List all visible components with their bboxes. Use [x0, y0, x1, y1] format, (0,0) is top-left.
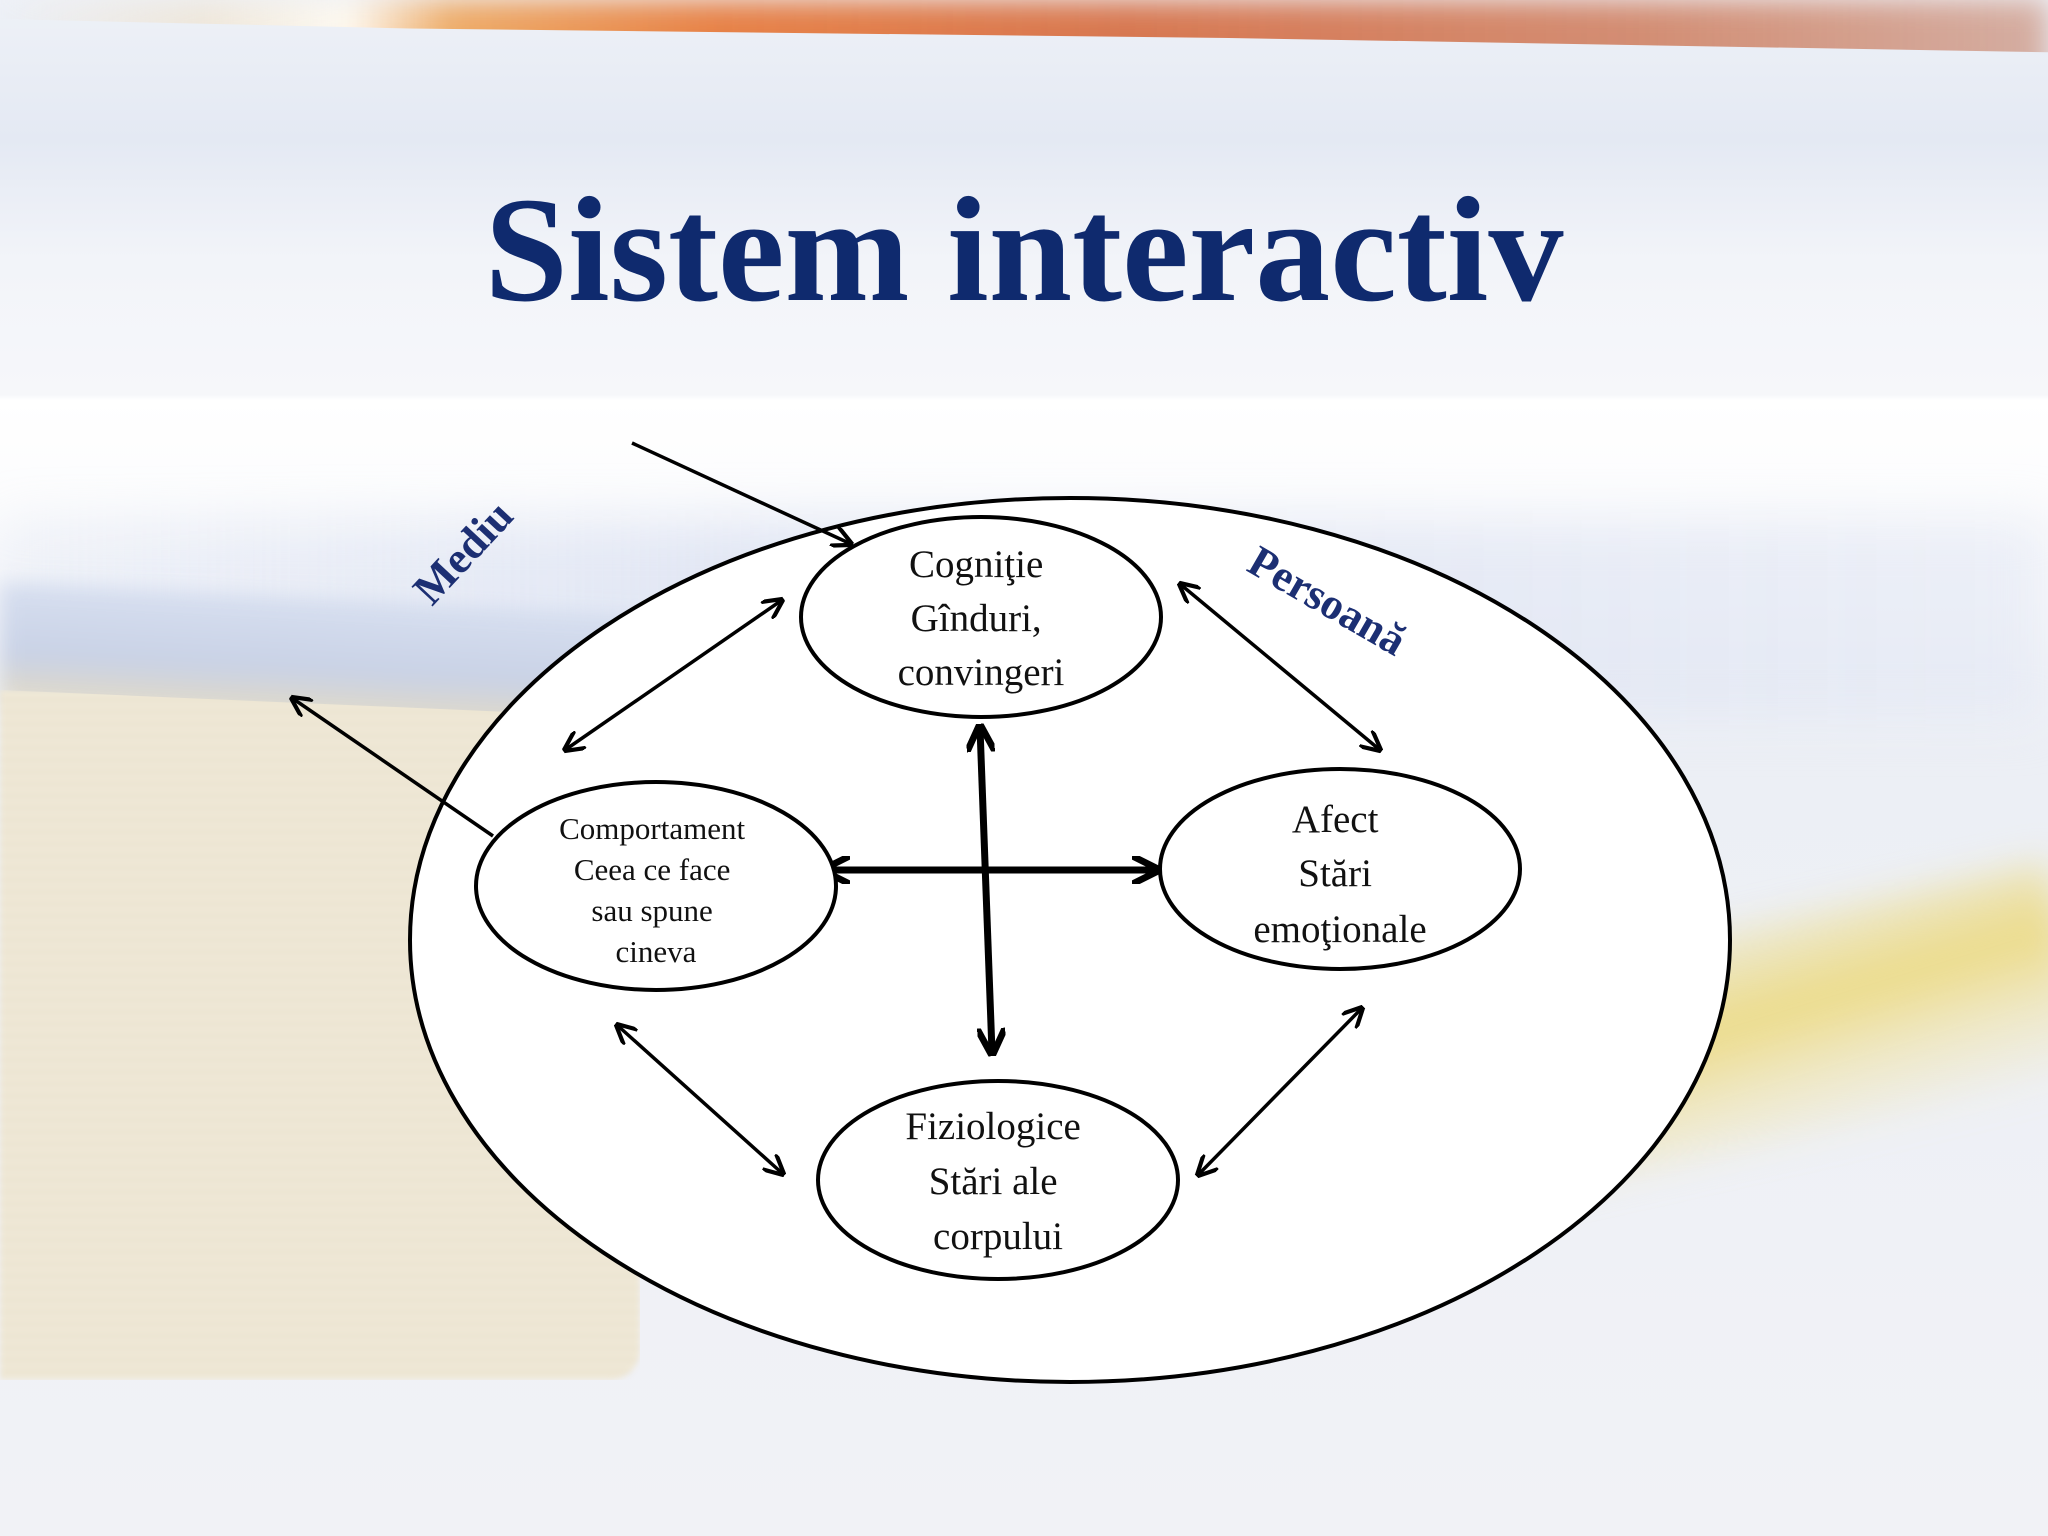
- arrow-behavior-physiology: [617, 1025, 783, 1174]
- node-affect: [1158, 767, 1522, 971]
- node-cognition: [799, 515, 1163, 719]
- environment-output-arrow: [292, 698, 494, 838]
- slide-title: Sistem interactiv: [484, 167, 1564, 333]
- arrow-cognition-behavior: [565, 600, 782, 750]
- arrow-cognition-affect: [1180, 584, 1380, 750]
- node-behavior-text: Comportament Ceea ce face sau spune cine…: [559, 811, 753, 969]
- node-affect-text: Afect Stări emoţionale: [1253, 798, 1426, 951]
- node-physiology: [816, 1079, 1180, 1281]
- node-behavior: [474, 780, 838, 992]
- environment-input-arrow: [631, 441, 851, 544]
- node-cognition-text: Cogniţie Gînduri, convingeri: [898, 543, 1065, 694]
- arrow-cognition-physiology: [980, 728, 992, 1052]
- environment-label: Mediu: [403, 491, 522, 614]
- node-physiology-text: Fiziologice Stări ale corpului: [905, 1105, 1090, 1258]
- arrow-affect-physiology: [1198, 1008, 1362, 1175]
